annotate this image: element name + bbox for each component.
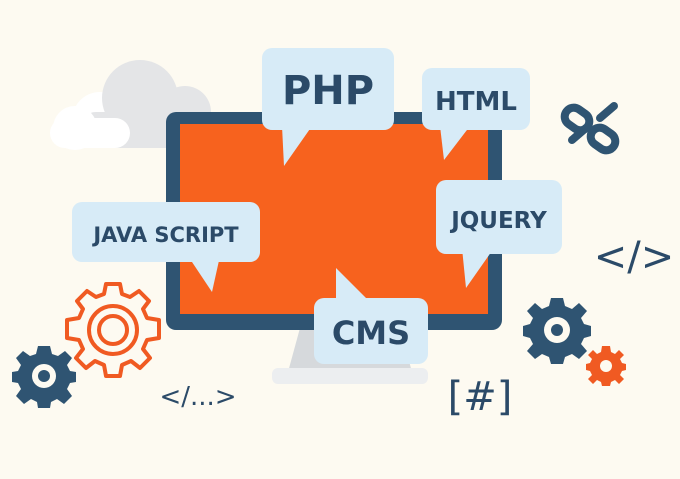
gear-icon <box>523 298 591 364</box>
javascript-bubble: JAVA SCRIPT <box>72 202 260 292</box>
javascript-label: JAVA SCRIPT <box>91 223 239 247</box>
ellipsis-tag-symbol: </...> <box>159 382 236 412</box>
jquery-label: JQUERY <box>449 208 547 234</box>
html-bubble: HTML <box>422 68 530 160</box>
gear-icon <box>12 346 76 408</box>
php-label: PHP <box>282 68 374 114</box>
gear-icon <box>586 346 626 386</box>
hash-tag-symbol: [#] <box>448 374 513 420</box>
php-bubble: PHP <box>262 48 394 166</box>
cms-bubble: CMS <box>314 268 428 364</box>
close-tag-symbol: </> <box>594 234 675 280</box>
jquery-bubble: JQUERY <box>436 180 562 288</box>
cms-label: CMS <box>332 314 410 352</box>
gear-icon <box>65 282 161 378</box>
chain-link-icon <box>560 102 620 155</box>
html-label: HTML <box>435 87 517 117</box>
